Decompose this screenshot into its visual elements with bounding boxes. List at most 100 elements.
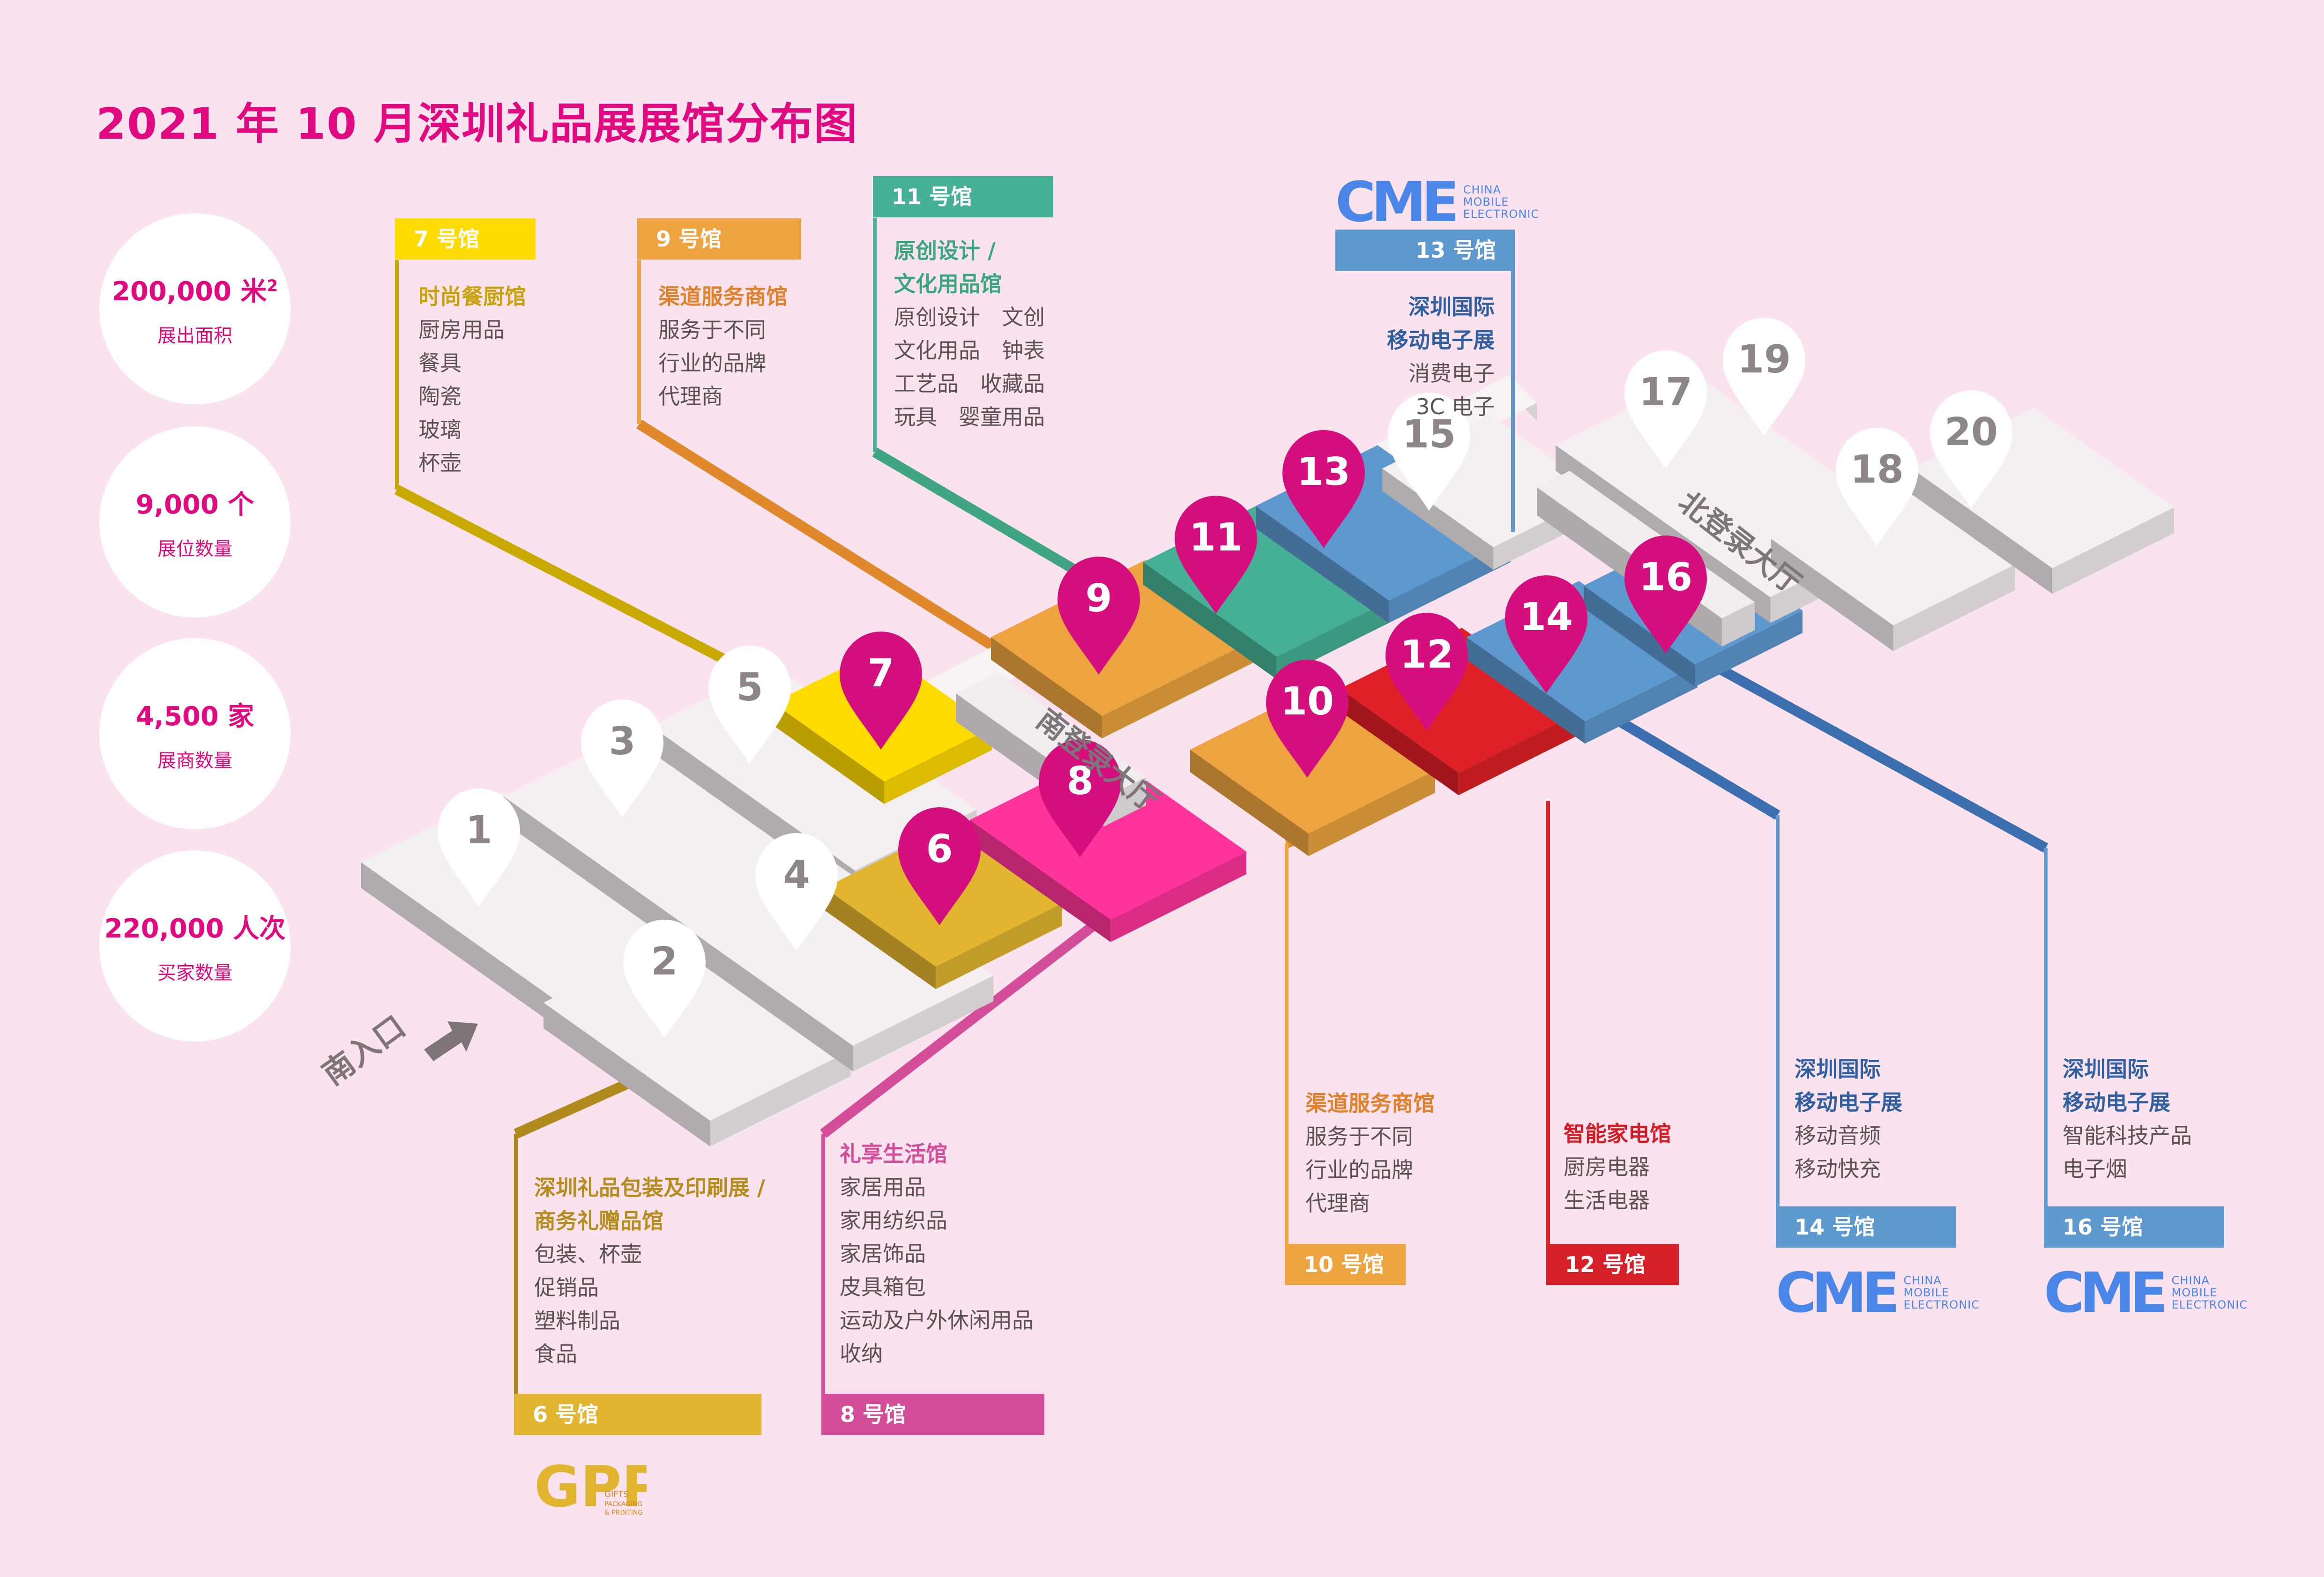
card-rule	[873, 218, 877, 452]
south-entrance-label: 南入口	[316, 1008, 412, 1092]
hall-item: 移动音频	[1795, 1123, 1881, 1148]
map-pin-icon	[898, 807, 981, 925]
hall-item: 玩具 婴童用品	[894, 404, 1045, 430]
hall-description: 渠道服务商馆 服务于不同 行业的品牌 代理商	[658, 280, 788, 413]
hall-theme: 深圳礼品包装及印刷展 /	[534, 1175, 765, 1200]
hall-number: 3	[609, 719, 635, 764]
block-side	[1143, 562, 1277, 679]
block-front	[1308, 770, 1435, 856]
card-rule	[1285, 843, 1289, 1246]
svg-text:GIFTS: GIFTS	[604, 1489, 629, 1499]
hall-pin-16[interactable]: 16	[1624, 536, 1707, 654]
hall-number: 20	[1944, 410, 1998, 454]
leader-hall-8	[820, 905, 1118, 1138]
hall-description: 深圳国际 移动电子展 移动音频 移动快充	[1795, 1053, 1902, 1186]
hall-pin-1[interactable]: 1	[438, 788, 520, 907]
hall-pin-2[interactable]: 2	[623, 919, 706, 1038]
hall-item: 家居用品	[840, 1175, 926, 1200]
hall-number: 11	[1189, 515, 1243, 560]
hall-item: 家用纺织品	[840, 1208, 947, 1233]
map-pin-icon	[438, 788, 520, 907]
hall-tag: 13 号馆	[1335, 230, 1515, 271]
hall-number: 19	[1737, 337, 1791, 382]
hall-theme: 商务礼赠品馆	[534, 1208, 663, 1234]
block-front	[853, 975, 994, 1071]
block-front	[1695, 610, 1803, 687]
hall-pin-17[interactable]: 17	[1624, 350, 1707, 469]
block-front	[1585, 665, 1698, 744]
hall-tag: 7 号馆	[395, 218, 536, 260]
hall-item: 服务于不同	[1305, 1124, 1413, 1149]
hall-item: 食品	[534, 1341, 577, 1367]
hall-item: 促销品	[534, 1275, 599, 1300]
hall-item: 智能科技产品	[2063, 1123, 2192, 1148]
hall-pin-10[interactable]: 10	[1266, 660, 1348, 778]
stat-label: 展出面积	[157, 325, 232, 347]
map-pin-icon	[1836, 428, 1918, 546]
hall-item: 厨房用品	[418, 317, 505, 342]
hall-pin-8[interactable]: 8	[1039, 739, 1121, 857]
hall-description: 智能家电馆 厨房电器 生活电器	[1564, 1117, 1671, 1217]
hall-theme: 渠道服务商馆	[1305, 1091, 1435, 1116]
hall-pin-14[interactable]: 14	[1505, 575, 1587, 693]
map-pin-icon	[755, 833, 838, 951]
block-side	[825, 888, 936, 989]
card-rule	[1776, 815, 1780, 1209]
map-pin-icon	[1058, 557, 1140, 675]
hall-pin-20[interactable]: 20	[1930, 390, 2012, 508]
hall-pin-18[interactable]: 18	[1836, 428, 1918, 546]
block-side	[1467, 637, 1585, 744]
hall-pin-12[interactable]: 12	[1385, 613, 1468, 731]
hall-description: 礼享生活馆 家居用品 家用纺织品 家居饰品 皮具箱包 运动及户外休闲用品 收纳	[840, 1138, 1034, 1370]
hall-theme: 深圳国际	[1795, 1056, 1881, 1082]
hall-number: 15	[1402, 412, 1456, 457]
block-front	[710, 1050, 851, 1146]
hall-number: 13	[1297, 450, 1350, 494]
hall-pin-6[interactable]: 6	[898, 807, 981, 925]
hall-item: 塑料制品	[534, 1308, 620, 1333]
hall-pin-11[interactable]: 11	[1175, 496, 1257, 614]
hall-description: 深圳国际 移动电子展 智能科技产品 电子烟	[2063, 1053, 2192, 1186]
hall-item: 原创设计 文创	[894, 305, 1045, 330]
hall-item: 陶瓷	[418, 384, 462, 409]
hall-pin-7[interactable]: 7	[840, 632, 922, 750]
hall-item: 厨房电器	[1564, 1154, 1650, 1180]
gpp-logo-mark: GPP	[534, 1455, 647, 1520]
hall-number: 17	[1639, 370, 1692, 415]
hall-pin-19[interactable]: 19	[1723, 318, 1805, 436]
cme-logo-mark: CME	[2044, 1260, 2168, 1325]
map-pin-icon	[840, 632, 922, 750]
hall-block-2[interactable]	[544, 932, 851, 1146]
block-front	[1110, 851, 1247, 942]
hall-pin-4[interactable]: 4	[755, 833, 838, 951]
block-top	[1771, 478, 2015, 625]
hall-block-4[interactable]	[686, 857, 994, 1071]
block-front	[1722, 602, 1755, 647]
svg-text:PACKAGING: PACKAGING	[604, 1501, 642, 1508]
hall-pin-3[interactable]: 3	[581, 699, 663, 818]
hall-item: 消费电子	[1408, 361, 1495, 386]
hall-pin-5[interactable]: 5	[708, 646, 791, 764]
hall-pin-13[interactable]: 13	[1282, 430, 1365, 548]
block-side	[361, 862, 565, 1032]
hall-description: 时尚餐厨馆 厨房用品 餐具 陶瓷 玻璃 杯壶	[418, 280, 526, 480]
map-pin-icon	[1266, 660, 1348, 778]
leader-hall-16	[1693, 651, 2048, 853]
hall-pin-15[interactable]: 15	[1388, 393, 1470, 511]
hall-pin-9[interactable]: 9	[1058, 557, 1140, 675]
hall-item: 电子烟	[2063, 1156, 2127, 1182]
hall-description: 深圳礼品包装及印刷展 / 商务礼赠品馆 包装、杯壶 促销品 塑料制品 食品	[534, 1171, 765, 1371]
gpp-logo: GPP GIFTS PACKAGING & PRINTING	[534, 1455, 647, 1520]
block-side	[773, 703, 884, 804]
hall-number: 14	[1520, 595, 1573, 640]
hall-block-8[interactable]	[970, 752, 1247, 942]
hall-theme: 文化用品馆	[894, 271, 1002, 297]
hall-number: 4	[783, 853, 810, 897]
block-top	[970, 752, 1247, 920]
hall-block-18[interactable]	[1771, 478, 2015, 651]
hall-item: 服务于不同	[658, 317, 766, 342]
